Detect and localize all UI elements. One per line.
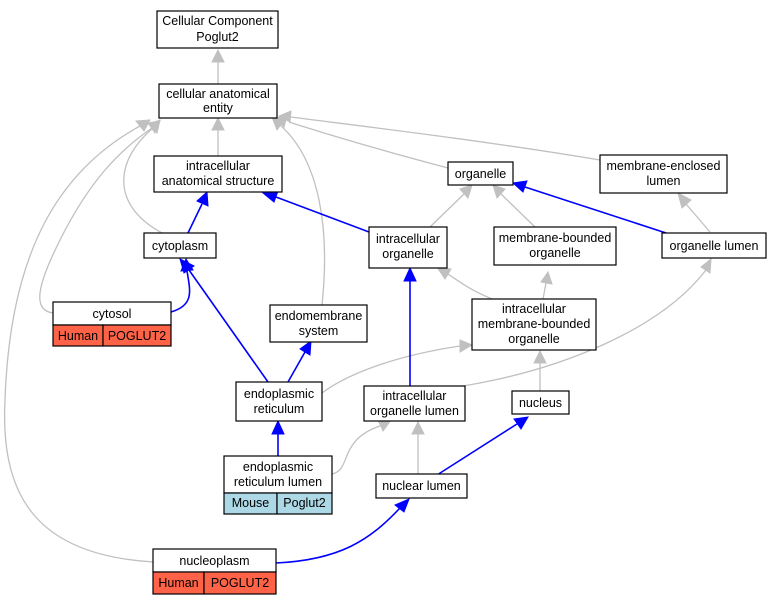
edge-erl-to-iol [331, 419, 392, 475]
tag-text: Human [58, 329, 98, 343]
edge-imbo-to-mbo [540, 270, 553, 300]
node-label-line: nuclear lumen [382, 479, 461, 493]
node-organelle[interactable]: organelle [447, 161, 514, 186]
edge-ol-to-mel [677, 192, 711, 233]
tag-text: POGLUT2 [108, 329, 166, 343]
node-label-line: organelle [508, 332, 559, 346]
node-organelle-lumen[interactable]: organelle lumen [661, 232, 767, 259]
node-nucleoplasm[interactable]: nucleoplasm Human POGLUT2 [152, 548, 277, 595]
edge-erl-partof-er [271, 419, 285, 456]
node-label-line: endoplasmic [244, 387, 314, 401]
edge-nucleoplasm-to-cae [3, 119, 154, 563]
edge-imbo-to-io [435, 266, 493, 300]
edge-er-partof-cytoplasm [179, 258, 269, 383]
edge-mbo-to-organelle [492, 184, 536, 228]
edge-mel-to-cae [277, 110, 601, 161]
annotation-tag-species: Human [52, 324, 104, 347]
annotation-tag-gene: POGLUT2 [102, 324, 172, 347]
node-label-line: system [299, 324, 339, 338]
node-endomembrane-system[interactable]: endomembrane system [269, 304, 368, 343]
node-label-line: intracellular [186, 159, 250, 173]
node-label-line: membrane-enclosed [607, 159, 721, 173]
edge-io-partof-ias [261, 190, 370, 233]
annotation-tag-gene: Poglut2 [276, 492, 333, 515]
node-intracellular-organelle-lumen[interactable]: intracellular organelle lumen [363, 385, 466, 422]
edge-iol-partof-io [403, 266, 417, 386]
node-intracellular-anatomical-structure[interactable]: intracellular anatomical structure [153, 155, 283, 193]
node-label-line: endomembrane [275, 309, 363, 323]
annotation-tag-species: Mouse [223, 492, 278, 515]
edge-io-to-organelle [429, 184, 473, 228]
node-label-line: intracellular [383, 389, 447, 403]
node-label-line: organelle [529, 246, 580, 260]
node-endoplasmic-reticulum-lumen[interactable]: endoplasmic reticulum lumen Mouse Poglut… [223, 455, 333, 515]
edge-nucleoplasm-partof-nl [275, 498, 410, 564]
node-label-line: Poglut2 [196, 30, 238, 44]
edge-cytosol-to-cae [39, 120, 161, 314]
edge-nl-to-iol [411, 420, 425, 474]
tag-text: POGLUT2 [211, 576, 269, 590]
annotation-tag-gene: POGLUT2 [203, 571, 277, 595]
node-label-line: reticulum [254, 402, 305, 416]
node-endoplasmic-reticulum[interactable]: endoplasmic reticulum [235, 381, 323, 422]
node-cellular-anatomical-entity[interactable]: cellular anatomical entity [158, 83, 278, 119]
annotation-tag-species: Human [152, 571, 205, 595]
node-intracellular-organelle[interactable]: intracellular organelle [368, 226, 448, 269]
node-label-line: cellular anatomical [166, 87, 270, 101]
node-label-line: cytoplasm [152, 239, 208, 253]
node-label-line: Cellular Component [162, 14, 273, 28]
node-label-line: entity [203, 101, 234, 115]
edge-er-partof-ems [287, 339, 312, 383]
tag-text: Human [158, 576, 198, 590]
node-label-line: organelle [382, 247, 433, 261]
edge-organelle-to-cae [275, 115, 449, 169]
node-label-line: organelle lumen [670, 239, 759, 253]
node-label-line: organelle lumen [370, 404, 459, 418]
node-label-line: lumen [646, 174, 680, 188]
node-nucleus[interactable]: nucleus [511, 390, 570, 415]
node-membrane-enclosed-lumen[interactable]: membrane-enclosed lumen [599, 154, 728, 194]
node-label-line: nucleoplasm [179, 554, 249, 568]
nodes: Cellular Component Poglut2 cellular anat… [52, 10, 767, 595]
node-label-line: intracellular [376, 232, 440, 246]
node-label-line: membrane-bounded [478, 317, 591, 331]
node-membrane-bounded-organelle[interactable]: membrane-bounded organelle [493, 226, 617, 266]
node-label-line: membrane-bounded [499, 231, 612, 245]
edge-nucleus-to-imbo [533, 349, 547, 391]
node-label-line: reticulum lumen [234, 475, 322, 489]
edge-cae-to-root [211, 48, 225, 84]
node-label-line: organelle [455, 167, 506, 181]
node-nuclear-lumen[interactable]: nuclear lumen [375, 473, 468, 499]
edge-cytoplasm-partof-ias [187, 190, 209, 234]
node-label-line: nucleus [519, 396, 562, 410]
node-label-line: cytosol [93, 307, 132, 321]
edge-ems-to-cae [271, 116, 326, 306]
edge-nl-partof-nucleus [436, 416, 529, 476]
tag-text: Mouse [232, 496, 270, 510]
node-label-line: anatomical structure [162, 174, 275, 188]
node-label-line: intracellular [502, 302, 566, 316]
edges [3, 48, 712, 564]
edge-er-to-imbo [321, 339, 474, 394]
edge-ias-to-cae [211, 116, 225, 156]
node-intracellular-membrane-bounded-organelle[interactable]: intracellular membrane-bounded organelle [471, 298, 597, 351]
node-cytosol[interactable]: cytosol Human POGLUT2 [52, 301, 172, 347]
tag-text: Poglut2 [283, 496, 325, 510]
node-label-line: endoplasmic [243, 460, 313, 474]
node-cellular-component-root[interactable]: Cellular Component Poglut2 [156, 10, 279, 49]
edge-ol-partof-organelle [511, 180, 667, 234]
edge-iol-to-ol [462, 257, 712, 387]
node-cytoplasm[interactable]: cytoplasm [143, 232, 217, 259]
